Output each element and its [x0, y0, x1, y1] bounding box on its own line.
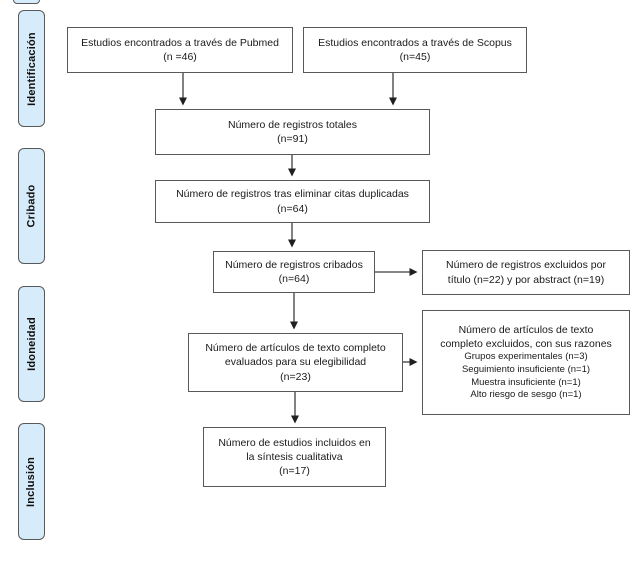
box-incluidos-count: (n=17): [279, 465, 310, 478]
box-sin-duplicados: Número de registros tras eliminar citas …: [155, 180, 430, 223]
box-excluidos-titulo-line2: título (n=22) y por abstract (n=19): [447, 273, 605, 286]
box-razones-title-line2: completo excluidos, con sus razones: [440, 337, 612, 350]
box-sin-duplicados-count: (n=64): [277, 202, 308, 215]
box-texto-completo-count: (n=23): [280, 370, 311, 383]
box-texto-completo-line2: evaluados para su elegibilidad: [224, 356, 367, 369]
stage-inclusion-label: Inclusión: [25, 456, 38, 507]
box-razones-reason-1: Grupos experimentales (n=3): [464, 350, 588, 362]
box-incluidos-line2: la síntesis cualitativa: [246, 450, 343, 463]
cropped-stage-box-fragment: [13, 0, 40, 4]
box-texto-completo-line1: Número de artículos de texto completo: [205, 342, 386, 355]
box-razones-reason-3: Muestra insuficiente (n=1): [471, 376, 581, 388]
box-registros-totales: Número de registros totales (n=91): [155, 109, 430, 155]
box-scopus: Estudios encontrados a través de Scopus …: [303, 27, 527, 73]
stage-inclusion: Inclusión: [18, 423, 45, 540]
box-pubmed: Estudios encontrados a través de Pubmed …: [67, 27, 293, 73]
box-estudios-incluidos: Número de estudios incluidos en la sínte…: [203, 427, 386, 487]
stage-cribado-label: Cribado: [25, 184, 38, 228]
box-excluidos-titulo-abstract: Número de registros excluidos por título…: [422, 250, 630, 295]
stage-identificacion: Identificación: [18, 10, 45, 127]
box-texto-completo-excluidos: Número de artículos de texto completo ex…: [422, 310, 630, 415]
stage-idoneidad-label: Idoneidad: [25, 317, 38, 371]
stage-cribado: Cribado: [18, 148, 45, 264]
stage-identificacion-label: Identificación: [25, 31, 38, 106]
box-scopus-line1: Estudios encontrados a través de Scopus: [318, 36, 512, 49]
box-registros-totales-line1: Número de registros totales: [228, 118, 357, 131]
box-registros-cribados: Número de registros cribados (n=64): [213, 251, 375, 293]
box-incluidos-line1: Número de estudios incluidos en: [218, 436, 371, 449]
box-pubmed-line1: Estudios encontrados a través de Pubmed: [81, 36, 279, 49]
box-registros-totales-count: (n=91): [277, 133, 308, 145]
box-razones-reason-2: Seguimiento insuficiente (n=1): [461, 363, 591, 375]
box-razones-title-line1: Número de artículos de texto: [458, 323, 594, 336]
box-razones-reason-4: Alto riesgo de sesgo (n=1): [470, 389, 582, 401]
box-registros-cribados-line1: Número de registros cribados: [225, 258, 363, 271]
box-pubmed-count: (n =46): [163, 51, 197, 63]
box-registros-cribados-count: (n=64): [278, 273, 310, 285]
box-excluidos-titulo-line1: Número de registros excluidos por: [446, 259, 606, 272]
stage-idoneidad: Idoneidad: [18, 286, 45, 402]
box-sin-duplicados-line1: Número de registros tras eliminar citas …: [176, 188, 409, 201]
box-texto-completo-evaluados: Número de artículos de texto completo ev…: [188, 333, 403, 392]
box-scopus-count: (n=45): [399, 51, 431, 63]
